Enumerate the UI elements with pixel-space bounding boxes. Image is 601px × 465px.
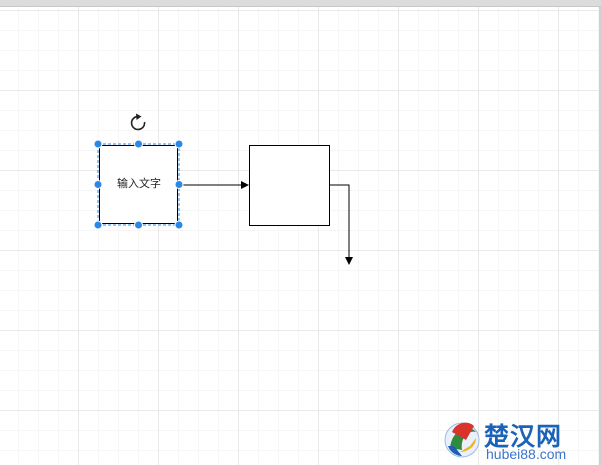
resize-handle-bottom-left[interactable]: [93, 220, 103, 230]
resize-handle-bottom[interactable]: [134, 220, 143, 230]
resize-handle-right[interactable]: [174, 180, 184, 189]
resize-handle-left[interactable]: [93, 180, 103, 189]
resize-handle-top-left[interactable]: [93, 139, 103, 149]
diagram-canvas[interactable]: [0, 7, 601, 465]
connector-arrow-2[interactable]: [330, 184, 353, 265]
second-rectangle-shape[interactable]: [249, 145, 330, 226]
watermark-title: 楚汉网: [484, 422, 563, 451]
watermark-logo-icon: [444, 422, 480, 458]
canvas-right-border: [599, 7, 601, 465]
resize-handle-top-right[interactable]: [174, 139, 184, 149]
watermark: 楚汉网 hubei88.com: [440, 415, 598, 463]
resize-handles[interactable]: [93, 139, 184, 230]
resize-handle-top[interactable]: [134, 139, 143, 149]
shape-text-label[interactable]: 输入文字: [117, 177, 161, 190]
rotate-icon[interactable]: [130, 113, 146, 131]
top-border-strip: [0, 0, 601, 7]
watermark-url: hubei88.com: [486, 446, 567, 462]
resize-handle-bottom-right[interactable]: [174, 220, 184, 230]
